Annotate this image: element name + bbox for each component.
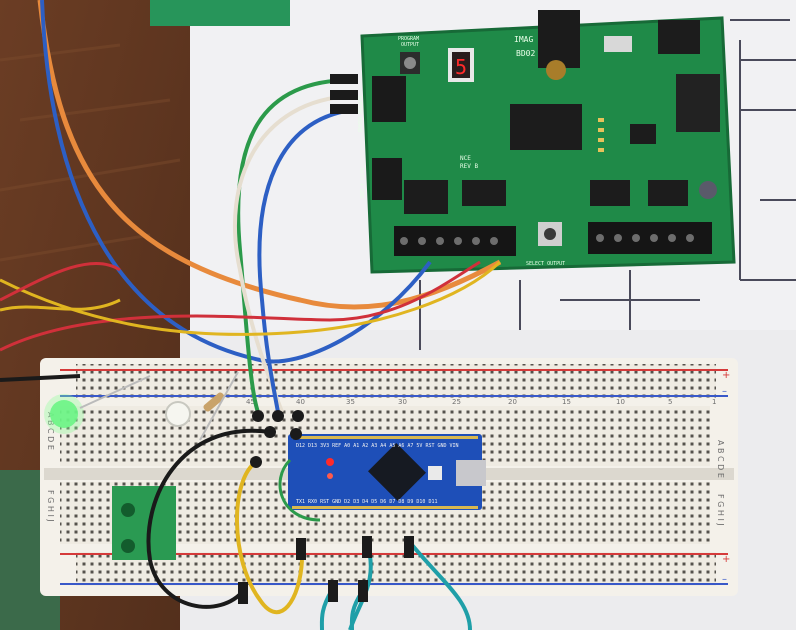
nano-header-pins (292, 436, 478, 509)
col-num-20: 20 (508, 398, 517, 406)
ic-chip-small-1 (462, 180, 506, 206)
teal-wire-2 (406, 538, 472, 630)
green-screw-terminal (112, 486, 176, 560)
dip-socket (404, 180, 448, 214)
label-rev: REV B (460, 163, 478, 170)
power-jack-socket (546, 60, 566, 80)
green-wire (236, 78, 353, 413)
green-connector-top (150, 0, 290, 26)
label-model: BD02 (516, 49, 535, 58)
col-num-35: 35 (346, 398, 355, 406)
dip-switch (604, 36, 632, 52)
col-num-40: 40 (296, 398, 305, 406)
rail-minus-bottom: – (722, 574, 727, 585)
black-wire-loop (146, 428, 271, 609)
led-indicators (598, 118, 604, 152)
ic-chip-small-3 (648, 180, 688, 206)
rail-plus-top: + (722, 370, 730, 381)
schematic-lines (419, 19, 796, 350)
nano-chip (368, 443, 426, 501)
row-letters-bottom-left: F G H I J (46, 490, 55, 522)
green-led (50, 400, 78, 428)
nano-pin-labels-bottom: TX1 RX0 RST GND D2 D3 D4 D5 D6 D7 D8 D9 … (296, 499, 437, 505)
nano-pin-labels-top: D12 D13 3V3 REF A0 A1 A2 A3 A4 A5 A6 A7 … (296, 443, 459, 449)
label-select-output: SELECT OUTPUT (526, 261, 565, 267)
col-num-30: 30 (398, 398, 407, 406)
capacitor (699, 181, 717, 199)
col-num-15: 15 (562, 398, 571, 406)
white-wire (232, 94, 353, 413)
blue-wire-long (40, 0, 432, 364)
data-gnd-terminal (372, 158, 402, 200)
row-letters-top: A B C D E (716, 440, 725, 478)
button-board-header (372, 76, 406, 122)
rail-minus-top: – (722, 386, 727, 397)
clear-led (165, 401, 191, 427)
nano-reset-button (428, 466, 442, 480)
wire-plugs (238, 74, 414, 604)
label-data-gnd: DATA + GND (358, 168, 364, 198)
nano-power-led (326, 458, 334, 466)
rail-plus-bottom: + (722, 554, 730, 565)
label-program: PROGRAM (398, 36, 419, 42)
row-letters-top-left: A B C D E (46, 412, 55, 450)
yellow-wire-top (0, 260, 502, 336)
resistor (203, 392, 225, 412)
top-right-connector (658, 20, 700, 54)
col-num-1: 1 (712, 398, 716, 406)
red-wire (0, 260, 481, 352)
label-output: OUTPUT (401, 42, 419, 48)
col-num-25: 25 (452, 398, 461, 406)
microcontroller-chip (510, 104, 582, 150)
nano-status-led (327, 473, 333, 479)
black-wire-left (0, 374, 81, 382)
green-led-glow (44, 394, 84, 434)
ic-chip-small-4 (630, 124, 656, 144)
label-maker: IMAG (514, 35, 533, 44)
row-letters-bottom: F G H I J (716, 494, 725, 526)
seven-segment-digit: 5 (455, 55, 467, 79)
seven-segment-window (452, 52, 470, 78)
bottom-power-rail (76, 552, 716, 586)
power-jack (538, 10, 580, 68)
yellow-wire-bottom (235, 460, 304, 615)
screw-terminal-hole-2 (121, 539, 135, 553)
nano-usb-port (456, 460, 486, 486)
voltage-regulator (676, 74, 720, 132)
resistor-leg (199, 371, 239, 441)
ic-chip-small-2 (590, 180, 630, 206)
terminal-screws (400, 234, 694, 245)
col-num-45: 45 (246, 398, 255, 406)
pcb-edge (360, 16, 736, 274)
yellow-wire-left (0, 298, 121, 312)
select-button-cap (544, 228, 556, 240)
blue-wire-short (257, 108, 353, 413)
red-wire-left (0, 261, 121, 302)
green-jumper-wire (278, 458, 321, 522)
col-num-5: 5 (668, 398, 672, 406)
label-button-board: BUTTON BOARD (356, 96, 362, 132)
label-nce: NCE (460, 155, 471, 162)
screw-terminal-hole-1 (121, 503, 135, 517)
green-led-leg (79, 375, 151, 409)
col-num-10: 10 (616, 398, 625, 406)
program-button (404, 57, 416, 69)
